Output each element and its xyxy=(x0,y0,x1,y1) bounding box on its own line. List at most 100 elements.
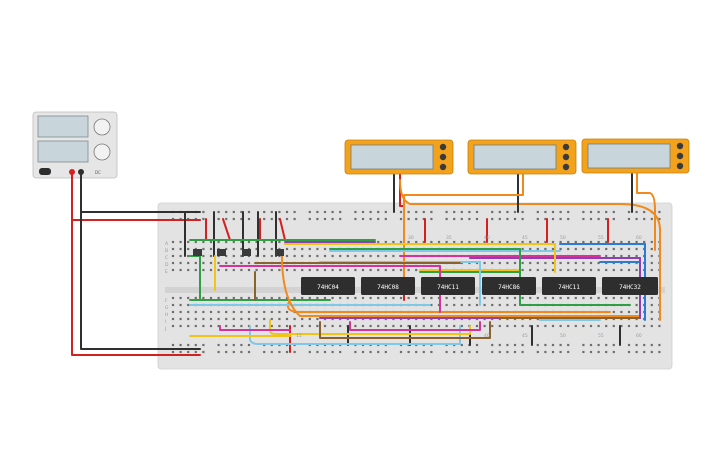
breadboard-hole[interactable] xyxy=(513,324,517,328)
breadboard-hole[interactable] xyxy=(415,217,418,221)
breadboard-hole[interactable] xyxy=(460,217,463,221)
breadboard-hole[interactable] xyxy=(232,240,235,244)
breadboard-hole[interactable] xyxy=(567,343,570,347)
chip-3[interactable]: 74HC11 xyxy=(421,277,475,295)
breadboard-hole[interactable] xyxy=(605,217,608,221)
breadboard-hole[interactable] xyxy=(377,254,380,258)
wire[interactable] xyxy=(80,174,201,350)
breadboard-hole[interactable] xyxy=(627,268,631,272)
wire[interactable] xyxy=(279,218,286,241)
breadboard-hole[interactable] xyxy=(308,296,311,300)
breadboard-hole[interactable] xyxy=(635,343,638,347)
breadboard-hole[interactable] xyxy=(643,324,646,328)
breadboard-hole[interactable] xyxy=(453,210,456,214)
breadboard-hole[interactable] xyxy=(521,268,524,272)
breadboard-hole[interactable] xyxy=(422,296,425,300)
breadboard-hole[interactable] xyxy=(605,296,608,300)
breadboard-hole[interactable] xyxy=(308,317,311,321)
wire[interactable] xyxy=(349,321,481,331)
breadboard-hole[interactable] xyxy=(278,268,281,272)
breadboard-hole[interactable] xyxy=(217,268,220,272)
breadboard-hole[interactable] xyxy=(582,268,585,272)
breadboard-hole[interactable] xyxy=(529,324,532,328)
breadboard-hole[interactable] xyxy=(650,324,653,328)
breadboard-hole[interactable] xyxy=(247,310,251,314)
breadboard-hole[interactable] xyxy=(597,217,600,221)
breadboard-hole[interactable] xyxy=(536,240,539,244)
breadboard-hole[interactable] xyxy=(468,240,471,244)
breadboard-hole[interactable] xyxy=(612,268,615,272)
breadboard-hole[interactable] xyxy=(361,296,365,300)
breadboard-hole[interactable] xyxy=(270,217,273,221)
breadboard-hole[interactable] xyxy=(270,210,273,214)
breadboard-hole[interactable] xyxy=(278,324,281,328)
breadboard-hole[interactable] xyxy=(187,254,190,258)
breadboard-hole[interactable] xyxy=(187,268,190,272)
breadboard-hole[interactable] xyxy=(650,350,653,354)
breadboard-hole[interactable] xyxy=(430,303,433,307)
breadboard-hole[interactable] xyxy=(202,247,205,251)
current-knob[interactable] xyxy=(93,143,111,161)
breadboard-hole[interactable] xyxy=(460,303,463,307)
breadboard-hole[interactable] xyxy=(331,254,334,258)
breadboard-hole[interactable] xyxy=(308,324,311,328)
breadboard-hole[interactable] xyxy=(422,350,425,354)
breadboard-hole[interactable] xyxy=(468,303,471,307)
breadboard-hole[interactable] xyxy=(255,317,258,321)
breadboard-hole[interactable] xyxy=(491,350,494,354)
breadboard-hole[interactable] xyxy=(202,268,205,272)
breadboard-hole[interactable] xyxy=(255,247,258,251)
breadboard-hole[interactable] xyxy=(392,296,395,300)
breadboard-hole[interactable] xyxy=(544,324,547,328)
breadboard-hole[interactable] xyxy=(225,343,228,347)
breadboard-hole[interactable] xyxy=(278,350,281,354)
breadboard-hole[interactable] xyxy=(209,261,213,265)
breadboard-hole[interactable] xyxy=(392,324,395,328)
breadboard-hole[interactable] xyxy=(589,324,593,328)
breadboard-hole[interactable] xyxy=(232,317,235,321)
breadboard-hole[interactable] xyxy=(536,343,539,347)
breadboard-hole[interactable] xyxy=(293,268,296,272)
breadboard-hole[interactable] xyxy=(399,210,403,214)
breadboard-hole[interactable] xyxy=(506,350,509,354)
breadboard-hole[interactable] xyxy=(179,310,182,314)
breadboard-hole[interactable] xyxy=(620,310,623,314)
breadboard-hole[interactable] xyxy=(643,350,646,354)
wire[interactable] xyxy=(319,321,491,339)
breadboard-hole[interactable] xyxy=(506,324,509,328)
breadboard-hole[interactable] xyxy=(627,247,631,251)
breadboard-hole[interactable] xyxy=(445,240,448,244)
breadboard-hole[interactable] xyxy=(567,217,570,221)
breadboard-hole[interactable] xyxy=(430,324,433,328)
breadboard-hole[interactable] xyxy=(171,343,175,347)
breadboard-hole[interactable] xyxy=(232,247,235,251)
breadboard-hole[interactable] xyxy=(597,343,600,347)
negative-terminal[interactable] xyxy=(78,169,84,175)
breadboard-hole[interactable] xyxy=(635,240,638,244)
breadboard-hole[interactable] xyxy=(498,343,501,347)
breadboard-hole[interactable] xyxy=(232,350,235,354)
breadboard-hole[interactable] xyxy=(643,343,646,347)
breadboard-hole[interactable] xyxy=(384,350,387,354)
breadboard-hole[interactable] xyxy=(475,350,479,354)
multimeter-dial[interactable] xyxy=(676,152,684,160)
breadboard-hole[interactable] xyxy=(415,296,418,300)
breadboard-hole[interactable] xyxy=(225,317,228,321)
breadboard-hole[interactable] xyxy=(635,217,638,221)
breadboard-hole[interactable] xyxy=(316,217,319,221)
breadboard-hole[interactable] xyxy=(194,296,197,300)
breadboard-hole[interactable] xyxy=(635,310,638,314)
breadboard-hole[interactable] xyxy=(285,217,289,221)
breadboard-hole[interactable] xyxy=(498,324,501,328)
breadboard-hole[interactable] xyxy=(255,310,258,314)
breadboard-hole[interactable] xyxy=(536,296,539,300)
breadboard-hole[interactable] xyxy=(293,210,296,214)
wire[interactable] xyxy=(249,325,461,345)
breadboard-hole[interactable] xyxy=(179,343,182,347)
breadboard-hole[interactable] xyxy=(650,268,653,272)
breadboard-hole[interactable] xyxy=(589,217,593,221)
breadboard-hole[interactable] xyxy=(240,296,243,300)
breadboard-hole[interactable] xyxy=(171,247,175,251)
breadboard-hole[interactable] xyxy=(475,210,479,214)
breadboard-hole[interactable] xyxy=(582,210,585,214)
